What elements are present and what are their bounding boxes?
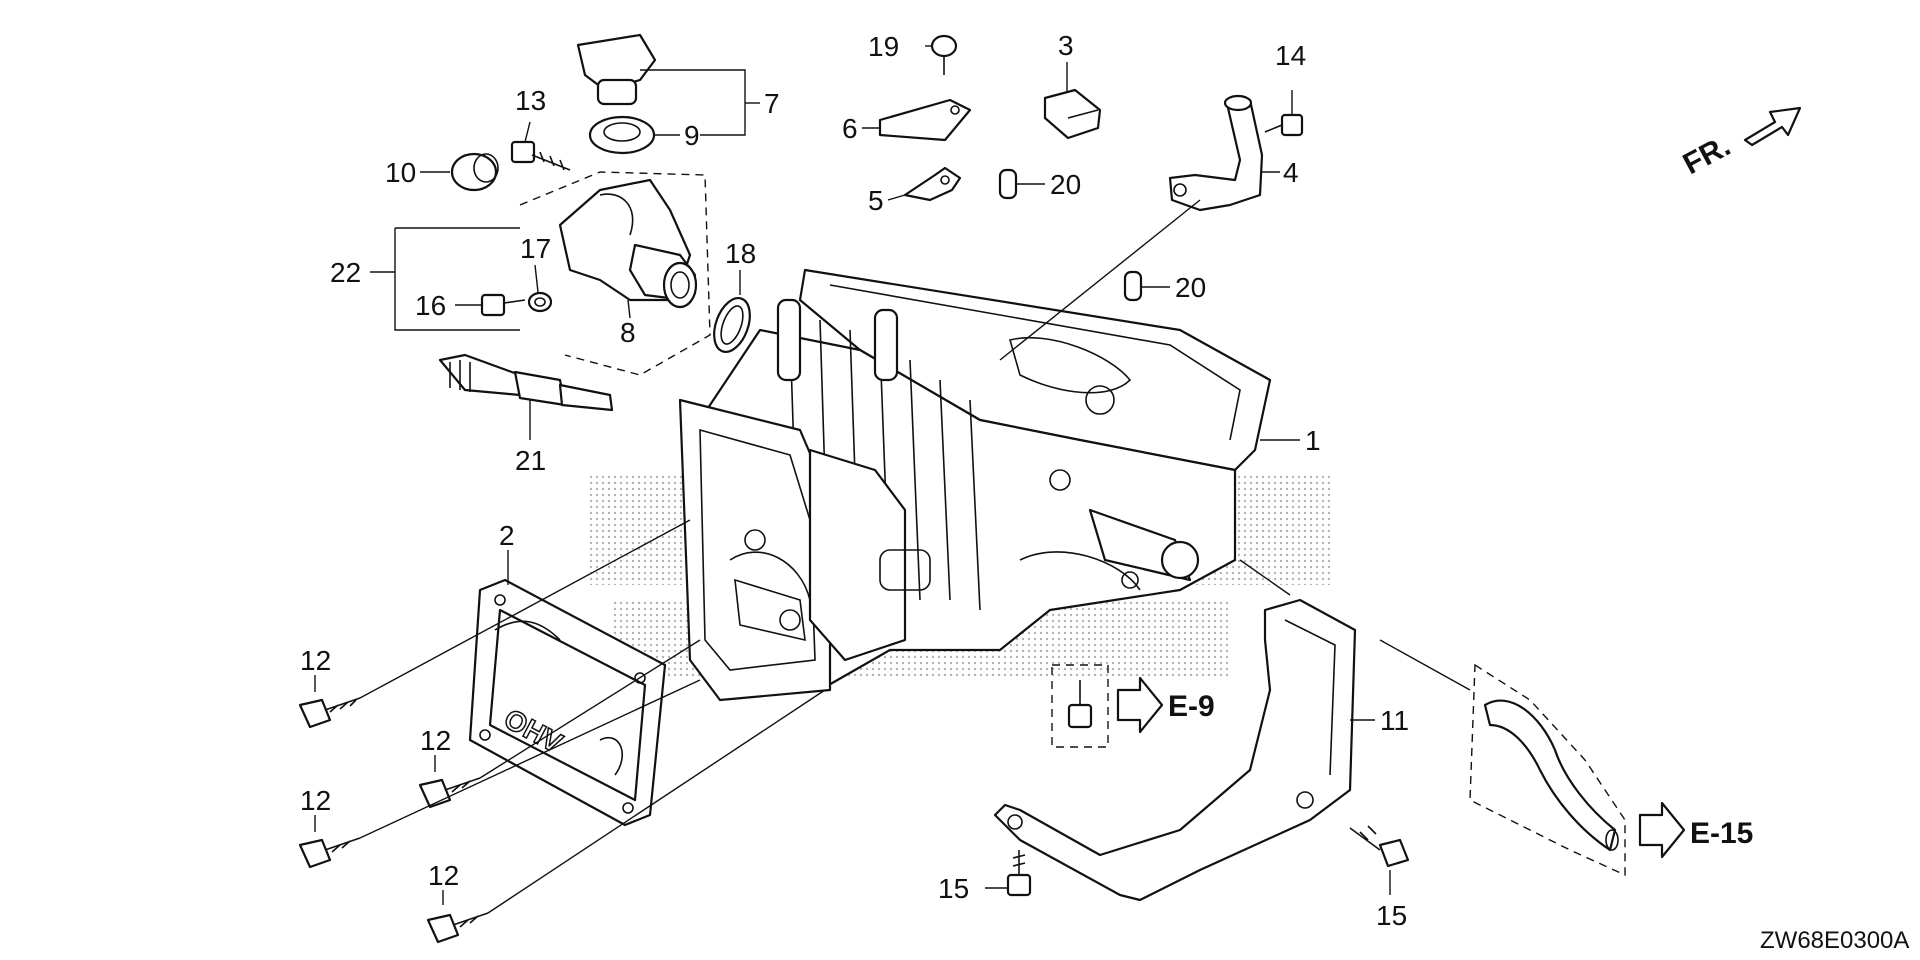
callout-10[interactable]: 10	[385, 157, 416, 188]
arrow-ref-e15[interactable]: E-15	[1638, 801, 1753, 859]
block-3[interactable]	[1043, 88, 1102, 140]
callout-22[interactable]: 22	[330, 257, 361, 288]
bolt-14[interactable]	[1264, 113, 1304, 137]
callout-12d[interactable]: 12	[428, 860, 459, 891]
flange-bolt-12b[interactable]	[418, 777, 481, 809]
callout-11[interactable]: 11	[1380, 705, 1409, 736]
washer-17[interactable]	[527, 291, 553, 313]
dowel-20-lower[interactable]	[1123, 270, 1143, 302]
o-ring-18[interactable]	[707, 293, 756, 357]
callout-15b[interactable]: 15	[1376, 900, 1407, 931]
ref-e9[interactable]: E-9	[1168, 690, 1215, 723]
callouts: 1 2 3 4 5 6 7 8 9 10 11 12 12 12 12 13 1…	[300, 30, 1409, 931]
callout-12a[interactable]: 12	[300, 645, 331, 676]
drawing-code: ZW68E0300A	[1760, 927, 1909, 954]
callout-15a[interactable]: 15	[938, 873, 969, 904]
spring-5[interactable]	[903, 166, 962, 202]
callout-9[interactable]: 9	[684, 120, 700, 151]
flange-bolt-12d[interactable]	[426, 912, 489, 944]
head-cover[interactable]: OHV	[468, 578, 667, 827]
boxed-hose-e15[interactable]	[1469, 663, 1626, 877]
callout-7[interactable]: 7	[764, 88, 780, 119]
cylinder-block[interactable]	[678, 268, 1272, 702]
callout-21[interactable]: 21	[515, 445, 546, 476]
filler-neck-assembly[interactable]	[558, 178, 698, 309]
callout-3[interactable]: 3	[1058, 30, 1074, 61]
shroud-bracket[interactable]	[993, 598, 1357, 902]
callout-12c[interactable]: 12	[300, 785, 331, 816]
bolt-15-right[interactable]	[1349, 825, 1410, 868]
callout-4[interactable]: 4	[1283, 157, 1299, 188]
plug-10[interactable]	[450, 152, 499, 192]
callout-17[interactable]: 17	[520, 233, 551, 264]
bolt-13[interactable]	[510, 140, 571, 171]
bolt-15-left[interactable]	[1006, 850, 1032, 897]
spark-plug[interactable]	[438, 353, 614, 412]
ref-e15[interactable]: E-15	[1690, 817, 1753, 850]
breather-tube-4[interactable]	[1168, 94, 1264, 212]
screw-19[interactable]	[930, 34, 958, 75]
callout-18[interactable]: 18	[725, 238, 756, 269]
callout-20b[interactable]: 20	[1175, 272, 1206, 303]
bolt-16[interactable]	[480, 293, 526, 317]
filler-gasket[interactable]	[588, 115, 656, 155]
arrow-ref-e9[interactable]: E-9	[1116, 676, 1215, 734]
leader-lines	[314, 45, 1471, 914]
callout-6[interactable]: 6	[842, 113, 858, 144]
callout-2[interactable]: 2	[499, 520, 515, 551]
flange-bolt-12a[interactable]	[298, 697, 361, 729]
callout-5[interactable]: 5	[868, 185, 884, 216]
flange-bolt-12c[interactable]	[298, 837, 361, 869]
callout-1[interactable]: 1	[1305, 425, 1321, 456]
assembly-bracket-22	[519, 171, 711, 376]
clip-6[interactable]	[878, 98, 972, 142]
oil-filler-cap[interactable]	[576, 33, 657, 106]
callout-13[interactable]: 13	[515, 85, 546, 116]
front-arrow: FR.	[1678, 106, 1802, 181]
callout-8[interactable]: 8	[620, 317, 636, 348]
dowel-20-upper[interactable]	[998, 168, 1018, 200]
callout-12b[interactable]: 12	[420, 725, 451, 756]
front-label: FR.	[1678, 129, 1736, 181]
callout-19[interactable]: 19	[868, 31, 899, 62]
boxed-bolt-e9[interactable]	[1051, 664, 1109, 748]
callout-16[interactable]: 16	[415, 290, 446, 321]
callout-14[interactable]: 14	[1275, 40, 1306, 71]
callout-20a[interactable]: 20	[1050, 169, 1081, 200]
